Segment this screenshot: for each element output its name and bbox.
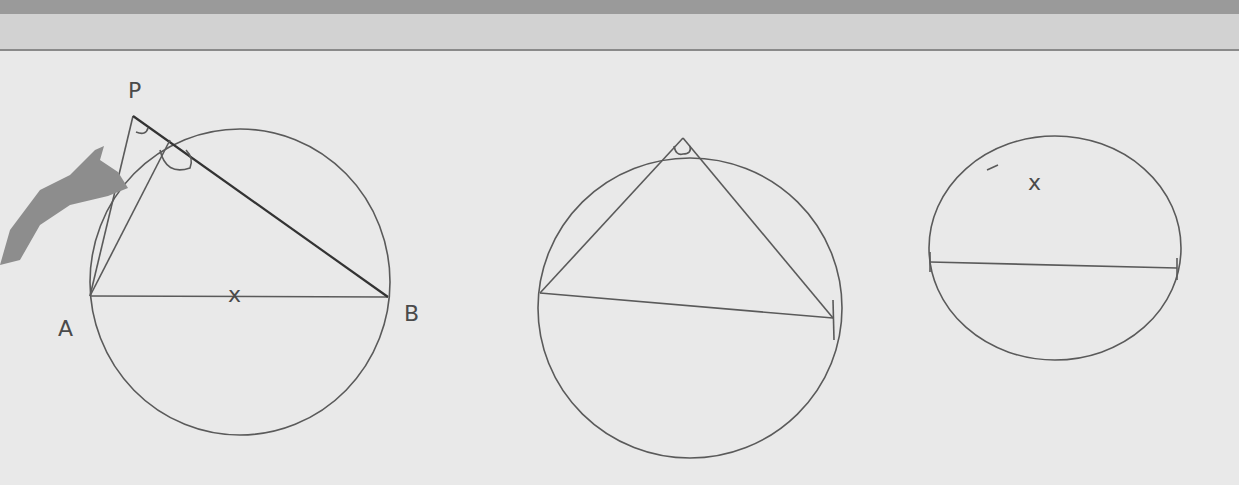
point-label: A [58,318,73,340]
chord [133,116,388,297]
point-label: x [1028,172,1041,194]
arc-mark [987,165,998,170]
circle [929,136,1181,360]
chord [90,116,133,296]
tick [1176,258,1178,280]
angle-mark [136,128,148,133]
circle [90,129,390,435]
chord [683,138,833,318]
diameter [930,262,1177,268]
diameter [540,293,833,318]
pointing-hand [0,146,128,265]
board-edge [0,49,1239,51]
right-angle-mark [674,146,690,154]
point-label: B [404,303,419,325]
circle [538,158,842,458]
point-label: P [128,80,141,102]
tick [833,300,834,340]
point-label: x [228,284,241,306]
angle-mark [160,150,191,170]
tick [929,252,931,272]
chord [540,138,683,293]
board-rail [0,0,1239,14]
board-frame [0,14,1239,50]
